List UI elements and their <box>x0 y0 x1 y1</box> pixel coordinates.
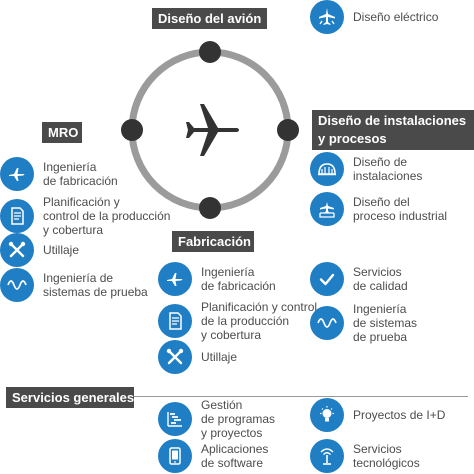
item-label: Gestión de programas y proyectos <box>201 398 276 440</box>
ring-node-right <box>277 119 299 141</box>
item-label: Aplicaciones de software <box>201 442 269 470</box>
industrial-plane-icon <box>310 192 344 226</box>
item-diseno-electrico: Diseño eléctrico <box>310 0 438 34</box>
item-servicios-tecnologicos: Servicios tecnológicos <box>310 439 420 473</box>
item-fab-ingenieria-fabricacion: Ingeniería de fabricación <box>158 262 276 296</box>
airplane-icon <box>186 104 239 156</box>
item-label: Ingeniería de sistemas de prueba <box>43 271 148 299</box>
lightbulb-icon <box>310 398 344 432</box>
item-label: Ingeniería de fabricación <box>201 265 276 293</box>
phase-label-diseno-instalaciones: Diseño de instalaciones y procesos <box>312 110 474 150</box>
wave-icon <box>310 306 344 340</box>
servicios-divider <box>134 396 468 397</box>
satellite-icon <box>310 439 344 473</box>
plane-engineering-icon <box>0 157 34 191</box>
ring-node-top <box>199 41 221 63</box>
item-label: Utillaje <box>201 350 238 364</box>
tools-icon <box>0 233 34 267</box>
item-diseno-instalaciones: Diseño de instalaciones <box>310 152 422 186</box>
wave-icon <box>0 268 34 302</box>
gantt-icon <box>158 402 192 436</box>
item-mro-planificacion: Planificación y control de la producción… <box>0 195 170 237</box>
item-gestion-programas: Gestión de programas y proyectos <box>158 398 275 440</box>
item-fab-planificacion: Planificación y control de la producción… <box>158 300 317 342</box>
ring-node-left <box>121 119 143 141</box>
item-label: Diseño del proceso industrial <box>353 195 448 223</box>
phase-label-diseno-avion: Diseño del avión <box>152 8 267 29</box>
item-aplicaciones-software: Aplicaciones de software <box>158 439 268 473</box>
checkmark-icon <box>310 262 344 296</box>
item-mro-utillaje: Utillaje <box>0 233 79 267</box>
document-icon <box>0 199 34 233</box>
item-label: Planificación y control de la producción… <box>43 195 171 237</box>
tools-icon <box>158 340 192 374</box>
phase-label-servicios-generales: Servicios generales <box>6 387 134 408</box>
item-diseno-proceso-industrial: Diseño del proceso industrial <box>310 192 447 226</box>
item-label: Servicios de calidad <box>353 265 408 293</box>
lifecycle-ring <box>121 41 299 219</box>
item-servicios-calidad: Servicios de calidad <box>310 262 408 296</box>
hangar-icon <box>310 152 344 186</box>
item-label: Utillaje <box>43 243 80 257</box>
phase-label-mro: MRO <box>42 122 82 143</box>
item-ingenieria-sistemas-prueba: Ingeniería de sistemas de prueba <box>310 302 417 344</box>
item-mro-ingenieria-fabricacion: Ingeniería de fabricación <box>0 157 118 191</box>
electric-plane-icon <box>310 0 344 34</box>
item-label: Diseño eléctrico <box>353 10 439 24</box>
phase-label-fabricacion: Fabricación <box>172 231 254 252</box>
item-mro-sistemas-prueba: Ingeniería de sistemas de prueba <box>0 268 148 302</box>
ring-node-bottom <box>199 197 221 219</box>
document-icon <box>158 304 192 338</box>
item-label: Ingeniería de sistemas de prueba <box>353 302 418 344</box>
item-proyectos-id: Proyectos de I+D <box>310 398 445 432</box>
item-fab-utillaje: Utillaje <box>158 340 237 374</box>
item-label: Ingeniería de fabricación <box>43 160 118 188</box>
plane-engineering-icon <box>158 262 192 296</box>
tablet-icon <box>158 439 192 473</box>
item-label: Planificación y control de la producción… <box>201 300 318 342</box>
item-label: Servicios tecnológicos <box>353 442 420 470</box>
item-label: Diseño de instalaciones <box>353 155 423 183</box>
item-label: Proyectos de I+D <box>353 408 446 422</box>
